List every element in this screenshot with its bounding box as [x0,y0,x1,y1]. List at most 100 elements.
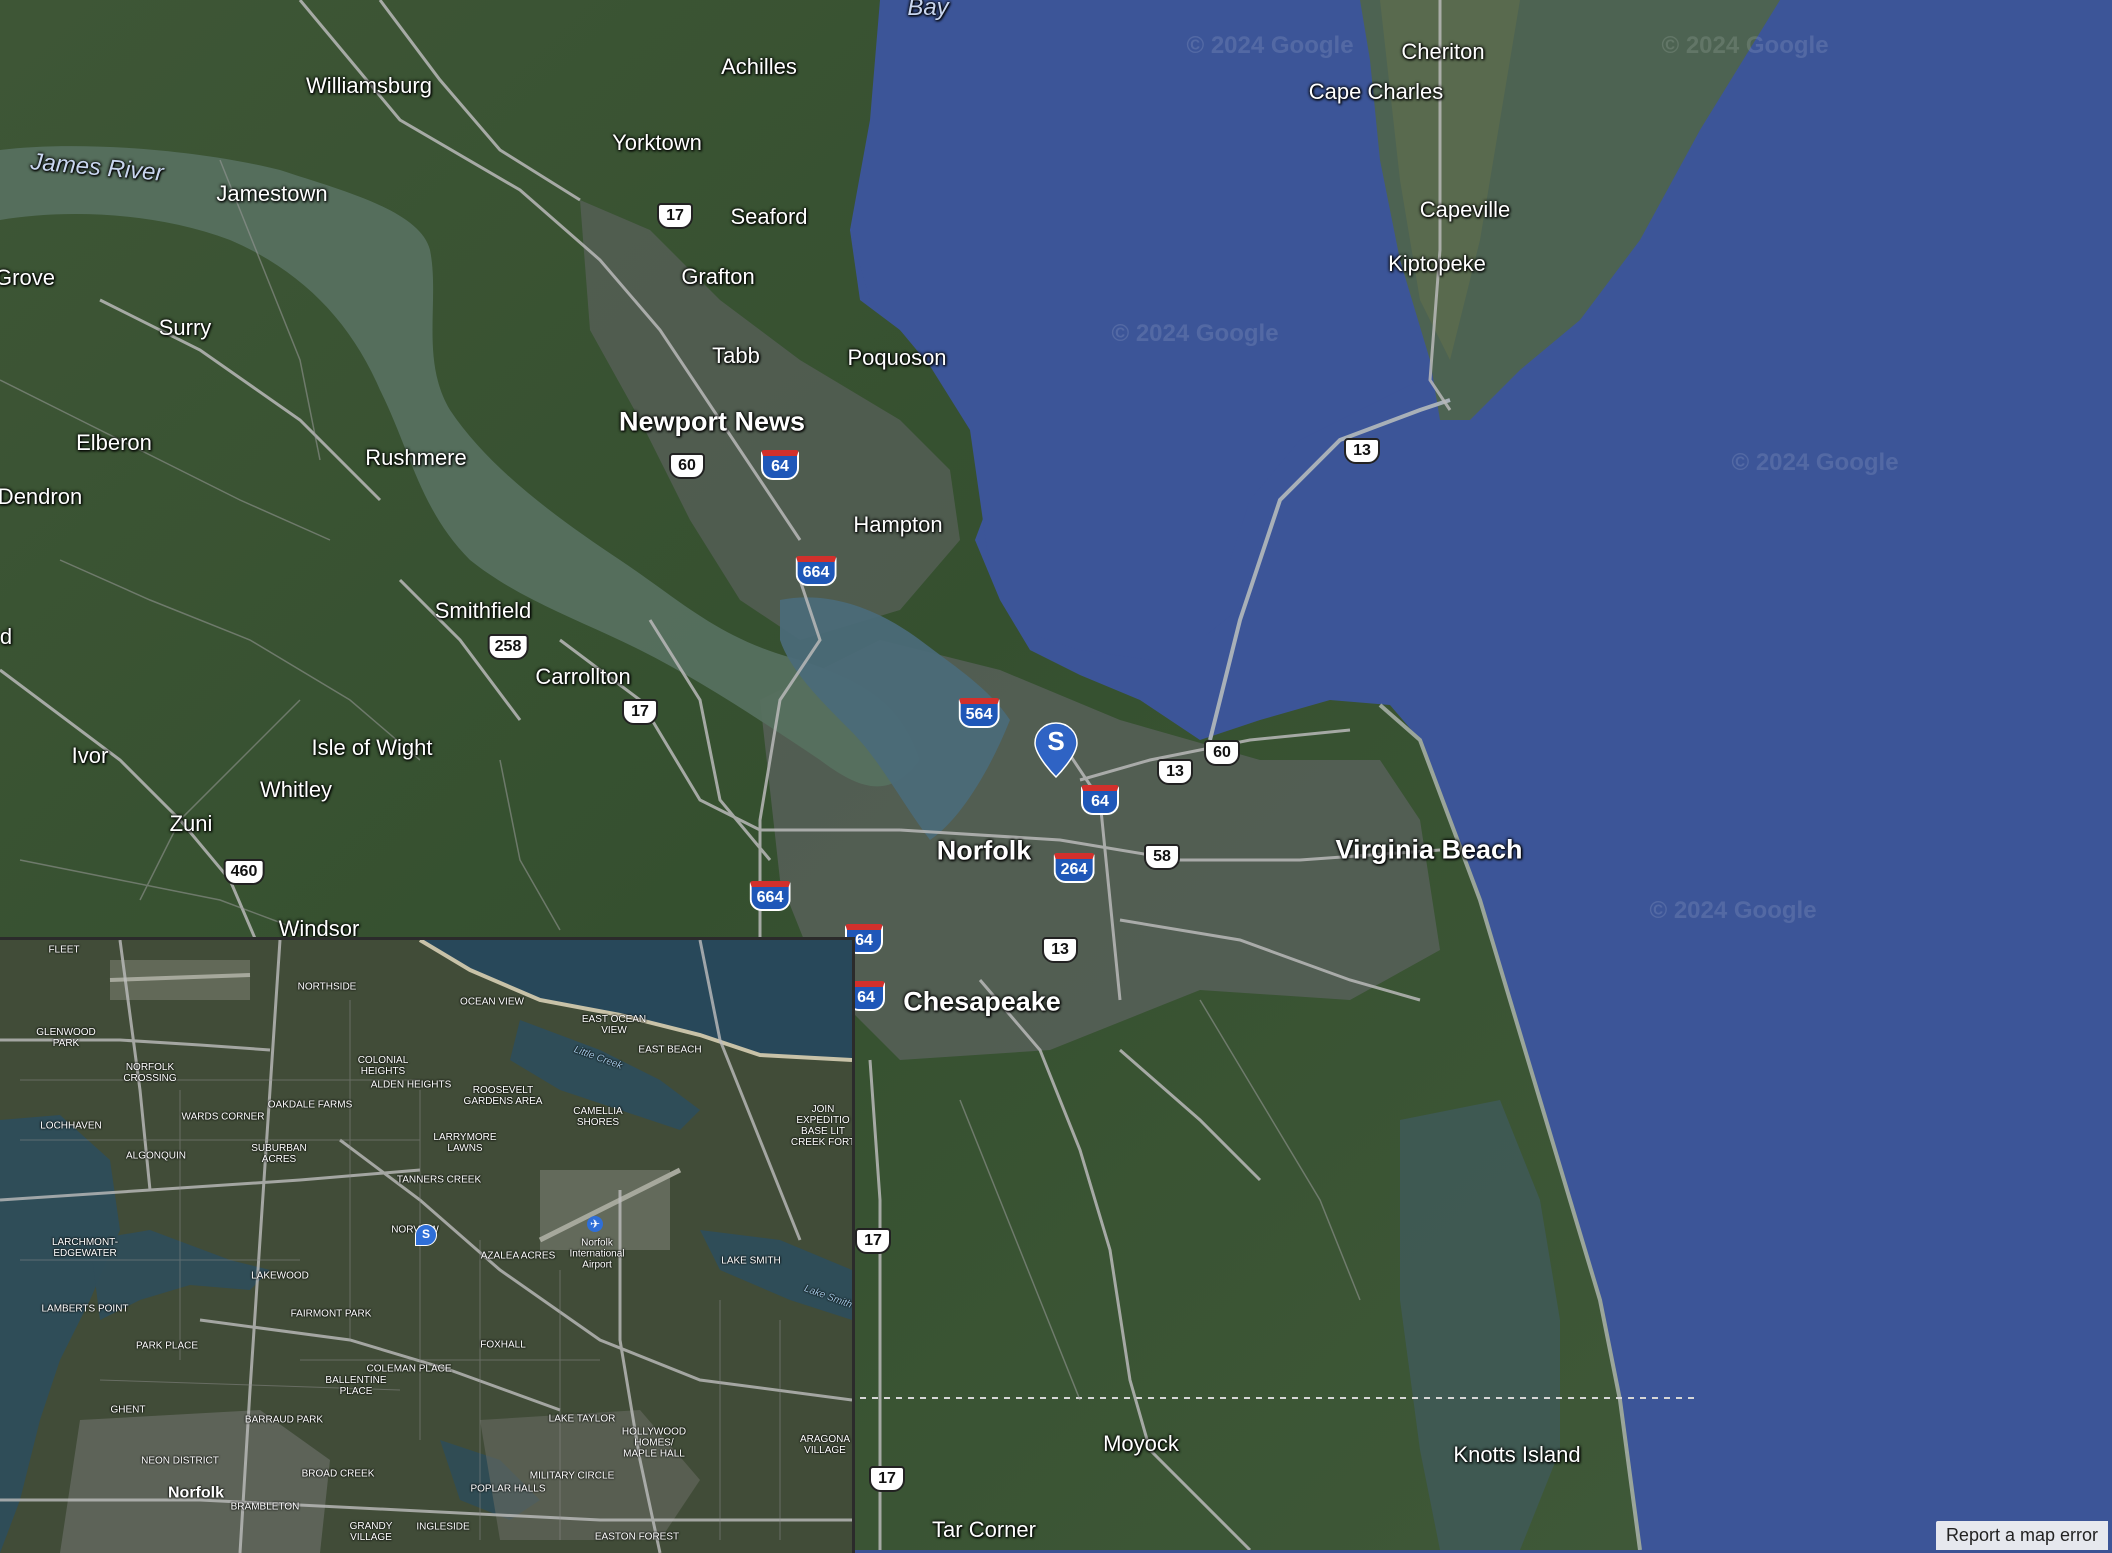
inset-label-park-place: PARK PLACE [135,1340,199,1352]
inset-label-lake-taylor: LAKE TAYLOR [548,1413,616,1425]
inset-label-ocean-view: OCEAN VIEW [460,996,524,1008]
inset-label-fleet: FLEET [48,944,80,956]
water-label-bay: Bay [907,0,949,21]
place-label-carrollton: Carrollton [535,664,631,689]
inset-label-broad-creek: BROAD CREEK [301,1468,375,1480]
inset-label-norfolk: Norfolk [168,1484,224,1502]
inset-downtown [60,1410,330,1553]
watermark: © 2024 Google [1186,32,1354,59]
inset-location-marker[interactable]: S [415,1224,437,1246]
inset-beach [418,940,852,1062]
place-label-tabb: Tabb [712,343,760,368]
inset-label-larrymore-lawns: LARRYMORE LAWNS [433,1132,497,1154]
inset-label-norfolk-airport: Norfolk International Airport [569,1237,625,1271]
inset-label-suburban-acres: SUBURBAN ACRES [251,1143,307,1165]
place-label-cheriton: Cheriton [1401,39,1485,64]
watermark: © 2024 Google [1649,897,1817,924]
inset-label-glenwood-park: GLENWOOD PARK [36,1027,96,1049]
inset-military-circle [480,1410,700,1540]
inset-label-norfolk-crossing: NORFOLK CROSSING [123,1062,177,1084]
us-route-shield: 17 [622,699,658,725]
inset-label-easton-forest: EASTON FOREST [594,1531,680,1543]
inset-marker-label: S [421,1227,430,1241]
place-label-surry: Surry [158,315,212,340]
inset-label-grandy-village: GRANDY VILLAGE [349,1521,393,1543]
inset-airport-icon: ✈ [587,1216,603,1232]
place-label-capeville: Capeville [1419,197,1511,222]
place-label-knotts-island: Knotts Island [1453,1442,1581,1467]
chesapeake-bay [850,0,1440,660]
inset-label-military-circle: MILITARY CIRCLE [529,1470,615,1482]
inset-label-tanners-creek: TANNERS CREEK [396,1174,482,1186]
us-route-shield: 13 [1157,759,1193,785]
interstate-shield: 664 [795,556,837,586]
inset-label-poplar-halls: POPLAR HALLS [470,1483,546,1495]
report-map-error-link[interactable]: Report a map error [1935,1521,2108,1550]
city-label-newport-news: Newport News [618,406,806,437]
inset-lake-smith [700,1230,852,1320]
inset-runway [538,1167,682,1243]
place-label-smithfield: Smithfield [434,598,532,623]
inset-little-creek [510,1020,700,1130]
inset-label-hollywood-homes: HOLLYWOOD HOMES/ MAPLE HALL [621,1426,687,1460]
place-label-tar-corner: Tar Corner [932,1517,1036,1542]
inset-label-larchmont-edgewater: LARCHMONT- EDGEWATER [51,1237,119,1259]
marker-label: S [1047,726,1065,756]
inset-bay-water [420,940,852,1060]
minor-roads [0,159,1361,1401]
place-label-rushmere: Rushmere [365,445,467,470]
us-route-shield: 258 [487,634,529,660]
inset-label-lamberts-point: LAMBERTS POINT [41,1303,129,1315]
road-network [0,0,1452,1550]
inset-label-ghent: GHENT [110,1404,146,1416]
inset-label-aragona-village: ARAGONA VILLAGE [799,1434,851,1456]
inset-label-ballentine-place: BALLENTINE PLACE [325,1375,387,1397]
inset-runway-2 [109,973,251,982]
urban-area-peninsula [580,200,960,640]
place-label-ivor: Ivor [71,743,109,768]
place-label-achilles: Achilles [721,54,797,79]
city-label-chesapeake: Chesapeake [903,986,1061,1017]
place-label-seaford: Seaford [730,204,808,229]
chesapeake-bay-bridge-tunnel [1208,398,1451,741]
place-label-moyock: Moyock [1103,1431,1179,1456]
inset-label-east-beach: EAST BEACH [638,1044,702,1056]
place-label-jamestown: Jamestown [216,181,328,206]
inset-label-fairmont-park: FAIRMONT PARK [290,1308,372,1320]
hampton-roads [780,597,1010,840]
inset-label-northside: NORTHSIDE [297,981,357,993]
inset-streets [20,1000,781,1540]
city-label-norfolk: Norfolk [936,835,1032,866]
inset-label-roosevelt-gardens: ROOSEVELT GARDENS AREA [463,1085,543,1107]
place-label-elberon: Elberon [76,430,152,455]
inset-label-coleman-place: COLEMAN PLACE [366,1363,452,1375]
us-route-shield: 58 [1144,844,1180,870]
us-route-shield: 13 [1344,438,1380,464]
interstate-shield: 64 [1081,785,1119,815]
place-label-hampton: Hampton [853,512,943,537]
place-label-poquoson: Poquoson [847,345,947,370]
place-label-dendron: Dendron [0,484,83,509]
inset-label-lochhaven: LOCHHAVEN [40,1120,102,1132]
place-label-whitley: Whitley [259,777,333,802]
location-marker[interactable]: S [1033,721,1079,779]
inset-label-colonial-heights: COLONIAL HEIGHTS [357,1055,409,1077]
place-label-grove: Grove [0,265,55,290]
inset-label-east-ocean-view: EAST OCEAN VIEW [581,1014,647,1036]
place-label-edge: d [0,624,13,649]
eastern-shore-farmland [1380,0,1520,360]
inset-label-lake-smith: LAKE SMITH [721,1255,781,1267]
inset-label-barraud-park: BARRAUD PARK [244,1414,324,1426]
inset-label-lakewood: LAKEWOOD [251,1270,309,1282]
back-bay [1400,1100,1560,1550]
inset-label-wards-corner: WARDS CORNER [181,1111,265,1123]
us-route-shield: 460 [223,859,265,885]
interstate-shield: 664 [749,881,791,911]
inset-label-oakdale-farms: OAKDALE FARMS [267,1099,353,1111]
inset-roads [0,940,852,1553]
place-label-yorktown: Yorktown [612,130,702,155]
us-route-shield: 17 [855,1228,891,1254]
inset-label-foxhall: FOXHALL [480,1339,526,1351]
inset-satellite-view[interactable]: FLEET NORTHSIDE OCEAN VIEW EAST OCEAN VI… [0,937,855,1553]
interstate-shield: 564 [958,698,1000,728]
